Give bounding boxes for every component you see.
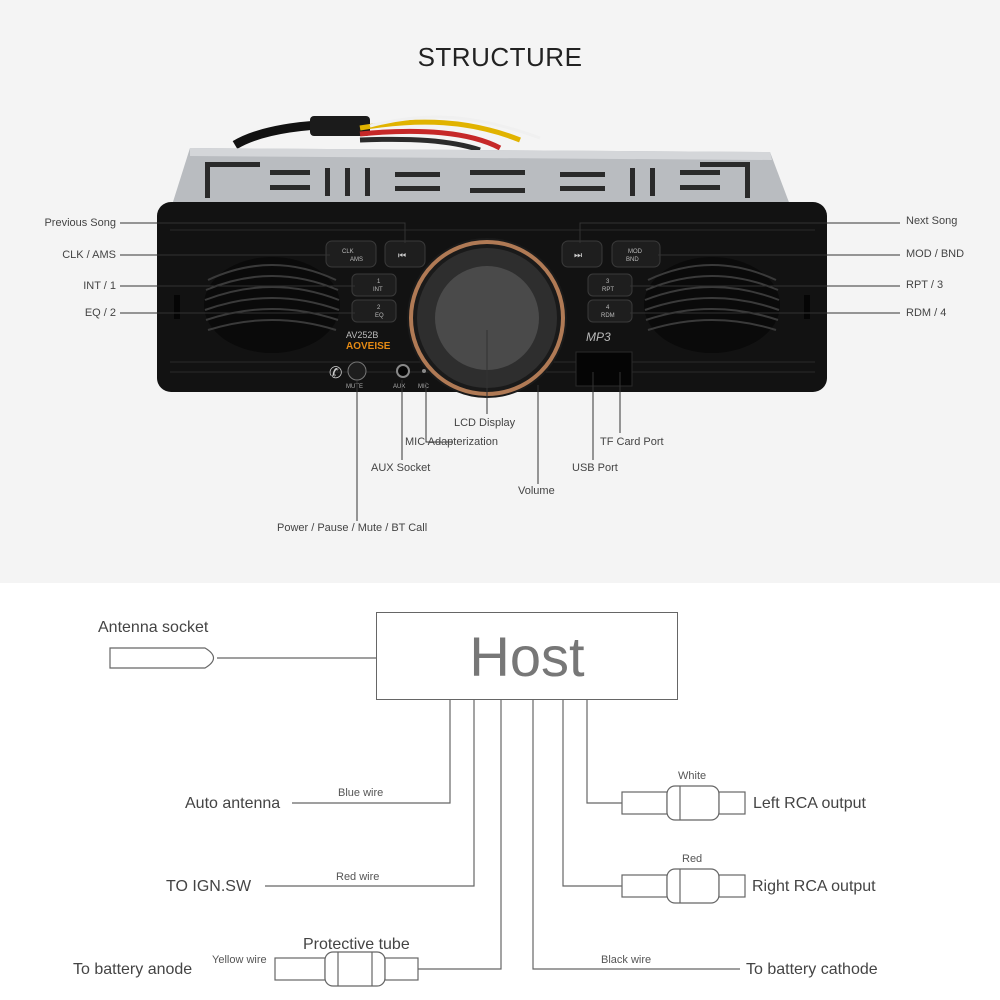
label-right-rca: Right RCA output	[752, 878, 876, 895]
label-red: Red	[682, 853, 703, 865]
label-antenna-socket: Antenna socket	[98, 619, 209, 636]
label-to-ign-sw: TO IGN.SW	[166, 878, 252, 895]
label-previous-song: Previous Song	[44, 217, 116, 229]
label-to-battery-anode: To battery anode	[73, 961, 193, 978]
button-3-number: 3	[606, 279, 610, 285]
button-4-number: 4	[606, 305, 610, 311]
lcd-display	[435, 266, 539, 370]
label-volume: Volume	[518, 485, 555, 497]
antenna-plug	[109, 647, 215, 669]
label-rdm-4: RDM / 4	[906, 307, 947, 319]
button-eq-2[interactable]	[351, 299, 397, 323]
next-icon: ⏭	[574, 250, 582, 260]
button-2-number: 2	[377, 305, 381, 311]
button-rdm-4[interactable]	[587, 299, 633, 323]
label-int-1: INT / 1	[83, 280, 116, 292]
button-rpt-3[interactable]	[587, 273, 633, 297]
power-button[interactable]	[347, 361, 367, 381]
button-2-text: EQ	[375, 313, 384, 319]
structure-title: STRUCTURE	[417, 42, 583, 72]
aux-jack[interactable]	[396, 364, 410, 378]
button-4-text: RDM	[601, 313, 615, 319]
label-mod-bnd: MOD / BND	[906, 248, 965, 260]
label-red-wire: Red wire	[336, 871, 380, 883]
metal-chassis	[172, 148, 790, 205]
label-next-song: Next Song	[906, 215, 958, 227]
label-black-wire: Black wire	[601, 954, 652, 966]
right-speaker-grille	[644, 257, 810, 353]
label-rpt-3: RPT / 3	[906, 279, 944, 291]
button-clk-ams[interactable]	[325, 240, 377, 268]
label-white: White	[678, 770, 707, 782]
mic-hole	[422, 369, 426, 373]
right-rca-connector	[621, 868, 746, 904]
label-mic: MIC Adapterization	[405, 436, 498, 448]
wiring-lines	[109, 647, 740, 970]
wire-harness	[232, 115, 541, 153]
mute-port-label: MUTE	[346, 384, 363, 390]
button-int-1[interactable]	[351, 273, 397, 297]
button-3-text: RPT	[602, 287, 614, 293]
label-lcd-display: LCD Display	[454, 417, 516, 429]
usb-tf-port[interactable]	[575, 351, 633, 387]
label-usb-port: USB Port	[572, 462, 618, 474]
button-1-text: INT	[373, 287, 383, 293]
label-power: Power / Pause / Mute / BT Call	[277, 522, 428, 534]
model-text: AV252B	[346, 330, 378, 340]
host-box: Host	[376, 612, 678, 700]
label-aux-socket: AUX Socket	[371, 462, 431, 474]
label-to-battery-cathode: To battery cathode	[746, 961, 878, 978]
mic-port-label: MIC	[418, 384, 430, 390]
label-tf-card: TF Card Port	[600, 436, 664, 448]
button-1-number: 1	[377, 279, 381, 285]
mp3-text: MP3	[586, 330, 611, 344]
label-clk-ams: CLK / AMS	[62, 249, 116, 261]
left-speaker-grille	[174, 257, 340, 353]
left-rca-connector	[621, 785, 746, 821]
host-label: Host	[469, 625, 585, 688]
previous-icon: ⏮	[398, 250, 406, 260]
button-mod-bnd[interactable]	[611, 240, 661, 268]
clk-text: CLK	[342, 249, 354, 255]
label-eq-2: EQ / 2	[84, 307, 116, 319]
aux-port-label: AUX	[393, 384, 405, 390]
ams-text: AMS	[350, 257, 363, 263]
car-radio-illustration: CLK AMS ⏮ 1 INT 2 EQ ⏭ MOD BND 3 RPT 4 R…	[120, 115, 900, 521]
bnd-text: BND	[626, 257, 639, 263]
label-left-rca: Left RCA output	[753, 795, 866, 812]
mod-text: MOD	[628, 249, 643, 255]
brand-text: AOVEISE	[346, 341, 391, 352]
button-next-song[interactable]	[561, 240, 603, 268]
protective-tube-connector	[274, 951, 419, 987]
label-auto-antenna: Auto antenna	[185, 795, 281, 812]
label-blue-wire: Blue wire	[338, 787, 384, 799]
label-yellow-wire: Yellow wire	[212, 954, 267, 966]
label-protective-tube: Protective tube	[303, 936, 410, 953]
phone-icon: ✆	[329, 365, 342, 382]
callout-lines	[120, 222, 900, 521]
